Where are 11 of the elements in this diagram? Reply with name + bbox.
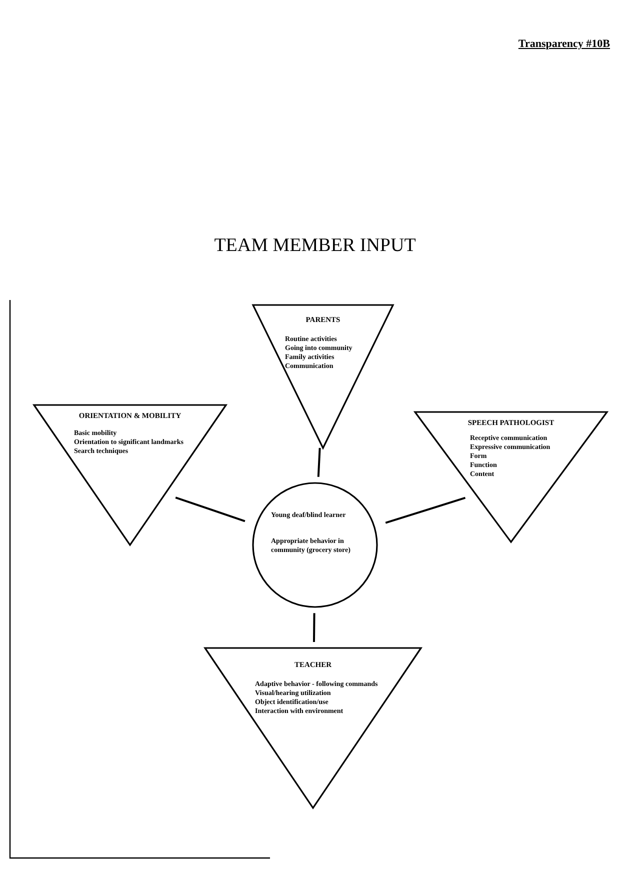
diagram-title: TEAM MEMBER INPUT: [213, 235, 417, 257]
connector-line: [312, 613, 316, 642]
inverted-triangle: [34, 405, 226, 545]
inverted-triangle: [415, 412, 607, 542]
circle-node: [253, 483, 377, 607]
transparency-label: Transparency #10B: [518, 38, 610, 50]
connector-line: [175, 496, 246, 522]
inverted-triangle: [205, 648, 421, 808]
connector-line: [385, 496, 466, 524]
inverted-triangle: [253, 305, 393, 448]
connector-line: [317, 448, 321, 477]
